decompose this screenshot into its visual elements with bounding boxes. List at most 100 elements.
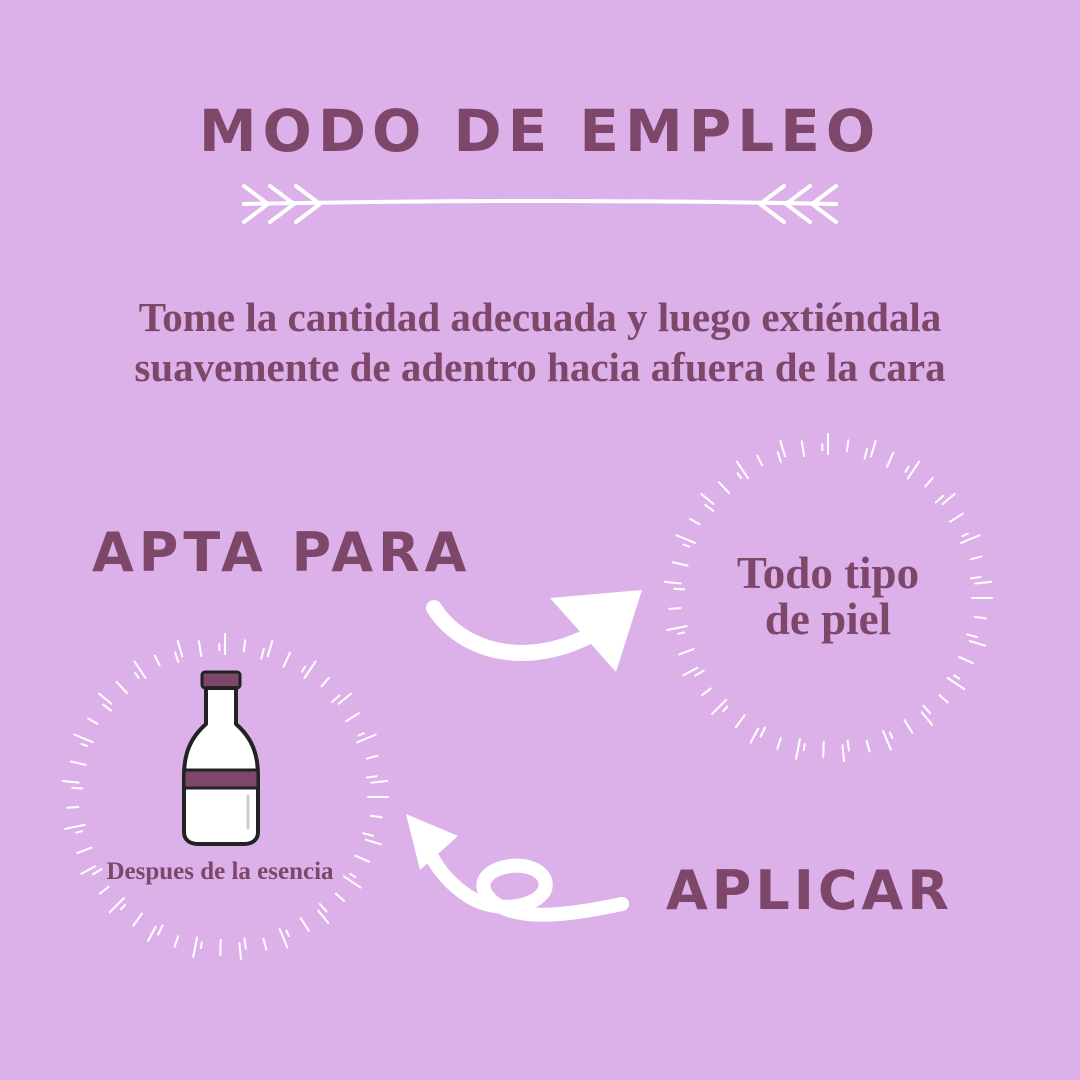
burst-ray xyxy=(238,942,242,961)
burst-ray xyxy=(299,917,310,932)
burst-ray xyxy=(362,832,375,837)
burst-ray xyxy=(845,439,850,453)
burst-ray xyxy=(672,561,689,567)
burst-ray xyxy=(736,472,743,480)
burst-ray xyxy=(75,830,84,834)
burst-ray xyxy=(80,865,97,875)
burst-ray xyxy=(717,481,731,495)
burst-ray xyxy=(677,631,686,635)
burst-ray xyxy=(675,534,696,544)
instructions-line: suavemente de adentro hacia afuera de la… xyxy=(134,344,946,390)
burst-ray xyxy=(802,743,806,752)
burst-ray xyxy=(749,727,760,744)
burst-ray xyxy=(102,703,113,712)
burst-ray xyxy=(700,492,715,506)
burst-ray xyxy=(694,669,705,677)
burst-ray xyxy=(678,648,695,656)
skin-type-line: de piel xyxy=(764,594,892,644)
burst-ray xyxy=(969,555,983,561)
burst-ray xyxy=(278,928,289,949)
burst-ray xyxy=(735,460,749,480)
burst-ray xyxy=(197,640,203,657)
burst-ray xyxy=(922,704,932,715)
burst-ray xyxy=(756,454,764,467)
burst-ray xyxy=(80,742,89,747)
burst-ray xyxy=(365,754,379,760)
burst-ray xyxy=(907,460,921,480)
burst-ray xyxy=(704,503,715,512)
burst-ray xyxy=(846,739,850,752)
burst-ray xyxy=(941,492,956,506)
burst-ray xyxy=(303,660,317,680)
burst-ray xyxy=(682,543,691,548)
burst-ray xyxy=(357,732,366,737)
suitable-for-heading: APTA PARA xyxy=(92,521,472,584)
burst-ray xyxy=(904,465,910,473)
burst-ray xyxy=(97,692,113,705)
burst-ray xyxy=(317,909,330,925)
burst-ray xyxy=(266,640,274,658)
burst-ray xyxy=(946,677,966,691)
burst-ray xyxy=(369,814,383,819)
burst-ray xyxy=(354,854,371,863)
burst-ray xyxy=(960,534,981,544)
curved-loop-arrow-left-icon xyxy=(406,814,629,922)
burst-ray xyxy=(974,580,993,585)
burst-ray xyxy=(841,744,846,763)
burst-ray xyxy=(920,711,934,726)
burst-ray xyxy=(666,625,688,631)
burst-ray xyxy=(115,680,128,694)
burst-ray xyxy=(779,440,787,458)
burst-ray xyxy=(334,892,346,902)
burst-ray xyxy=(337,692,353,705)
burst-ray xyxy=(863,448,869,460)
instructions-text: Tome la cantidad adecuada y luego extién… xyxy=(60,292,1020,392)
instructions-line: Tome la cantidad adecuada y luego extién… xyxy=(138,294,942,340)
burst-ray xyxy=(673,587,686,591)
burst-ray xyxy=(689,517,701,526)
burst-ray xyxy=(176,640,184,658)
burst-ray xyxy=(64,823,86,830)
burst-ray xyxy=(76,846,93,855)
burst-ray xyxy=(934,494,945,504)
burst-ray xyxy=(886,451,895,468)
burst-ray xyxy=(66,806,80,809)
burst-ray xyxy=(663,580,682,585)
burst-ray xyxy=(776,737,782,750)
burst-ray xyxy=(869,440,877,458)
burst-ray xyxy=(157,924,164,936)
burst-ray xyxy=(711,698,728,715)
burst-ray xyxy=(364,838,382,846)
burst-ray xyxy=(734,714,746,729)
burst-ray xyxy=(973,615,987,620)
burst-ray xyxy=(800,440,806,457)
burst-ray xyxy=(153,654,161,667)
burst-ray xyxy=(924,477,934,488)
burst-ray xyxy=(356,733,377,744)
burst-ray xyxy=(776,451,782,463)
bottle-icon xyxy=(182,670,260,846)
arrow-divider-icon xyxy=(242,184,838,224)
burst-ray xyxy=(682,666,699,677)
burst-ray xyxy=(903,719,914,734)
burst-ray xyxy=(795,738,801,760)
burst-ray xyxy=(345,712,360,723)
burst-ray xyxy=(133,660,147,680)
burst-ray xyxy=(330,694,341,704)
burst-ray xyxy=(262,937,268,951)
burst-ray xyxy=(701,687,712,697)
burst-ray xyxy=(192,936,199,958)
burst-ray xyxy=(98,885,110,895)
burst-ray xyxy=(285,929,290,938)
essence-caption: Despues de la esencia xyxy=(106,858,334,885)
burst-ray xyxy=(370,780,389,784)
burst-ray xyxy=(969,576,982,580)
burst-ray xyxy=(882,730,892,751)
burst-ray xyxy=(349,872,357,879)
burst-ray xyxy=(108,897,125,914)
burst-ray xyxy=(342,875,362,889)
burst-ray xyxy=(174,651,180,663)
burst-ray xyxy=(966,633,978,639)
burst-ray xyxy=(668,607,682,610)
burst-ray xyxy=(300,665,307,673)
